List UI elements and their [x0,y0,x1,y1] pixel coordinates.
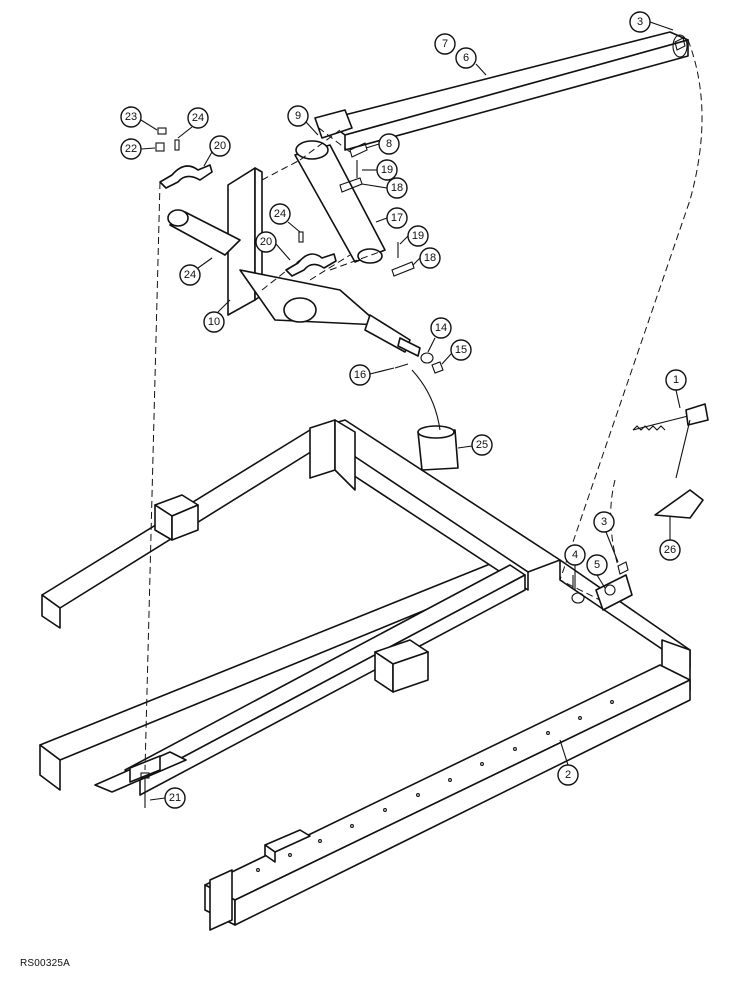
callout-10: 10 [203,299,231,333]
callout-22: 22 [120,138,156,160]
callouts: 1 2 3 3 4 5 6 7 8 9 10 14 15 16 17 18 18… [120,11,687,809]
svg-text:2: 2 [565,769,571,781]
wedge [654,489,704,519]
svg-text:21: 21 [169,792,181,804]
callout-16: 16 [349,364,395,386]
clamp-lower [285,253,337,277]
svg-text:25: 25 [476,439,488,451]
svg-text:5: 5 [594,559,600,571]
callout-14: 14 [427,317,452,353]
svg-text:18: 18 [424,252,436,264]
callout-18-lower: 18 [412,247,441,269]
svg-text:7: 7 [442,38,448,50]
clamp-upper [159,164,213,189]
callout-3-lower: 3 [593,511,619,563]
callout-20-upper: 20 [203,135,231,167]
svg-text:24: 24 [274,208,286,220]
svg-text:15: 15 [455,344,467,356]
svg-text:6: 6 [463,52,469,64]
svg-text:4: 4 [572,549,578,561]
callout-9: 9 [287,105,319,136]
callout-7: 7 [434,33,456,55]
svg-text:8: 8 [386,138,392,150]
callout-20-lower: 20 [255,231,291,261]
hitch-pin [632,403,709,479]
callout-19-upper: 19 [362,159,398,181]
svg-text:24: 24 [184,269,196,281]
figure-reference-code: RS00325A [20,958,70,969]
svg-text:1: 1 [673,374,679,386]
callout-17: 17 [375,207,408,229]
tongue-tube [314,31,689,151]
svg-text:19: 19 [412,230,424,242]
spindle [417,425,459,471]
main-frame [39,419,691,931]
svg-text:18: 18 [391,182,403,194]
svg-text:14: 14 [435,322,447,334]
cylinder [294,140,386,264]
callout-23: 23 [120,106,158,131]
svg-text:10: 10 [208,316,220,328]
callout-2: 2 [557,739,579,786]
callout-24-left: 24 [179,257,213,286]
callout-18-upper: 18 [361,177,408,199]
svg-text:16: 16 [354,369,366,381]
svg-text:3: 3 [601,516,607,528]
callout-6: 6 [455,47,487,76]
callout-3-top: 3 [629,11,674,33]
svg-text:20: 20 [260,236,272,248]
callout-19-lower: 19 [399,225,429,247]
callout-4: 4 [564,544,586,590]
svg-text:19: 19 [381,164,393,176]
svg-text:17: 17 [391,212,403,224]
callout-24-mid: 24 [269,203,301,233]
svg-text:23: 23 [125,111,137,123]
svg-text:24: 24 [192,112,204,124]
callout-1: 1 [665,369,687,409]
svg-text:20: 20 [214,140,226,152]
svg-text:22: 22 [125,143,137,155]
callout-21: 21 [149,787,186,809]
hardware [140,37,686,808]
svg-text:9: 9 [295,110,301,122]
callout-26: 26 [659,516,681,561]
callout-15: 15 [441,339,472,365]
svg-text:3: 3 [637,16,643,28]
callout-5: 5 [586,554,608,589]
svg-text:26: 26 [664,544,676,556]
callout-24-top: 24 [177,107,209,139]
callout-25: 25 [457,434,493,456]
callout-8: 8 [365,133,400,155]
hub-assembly [167,167,421,357]
